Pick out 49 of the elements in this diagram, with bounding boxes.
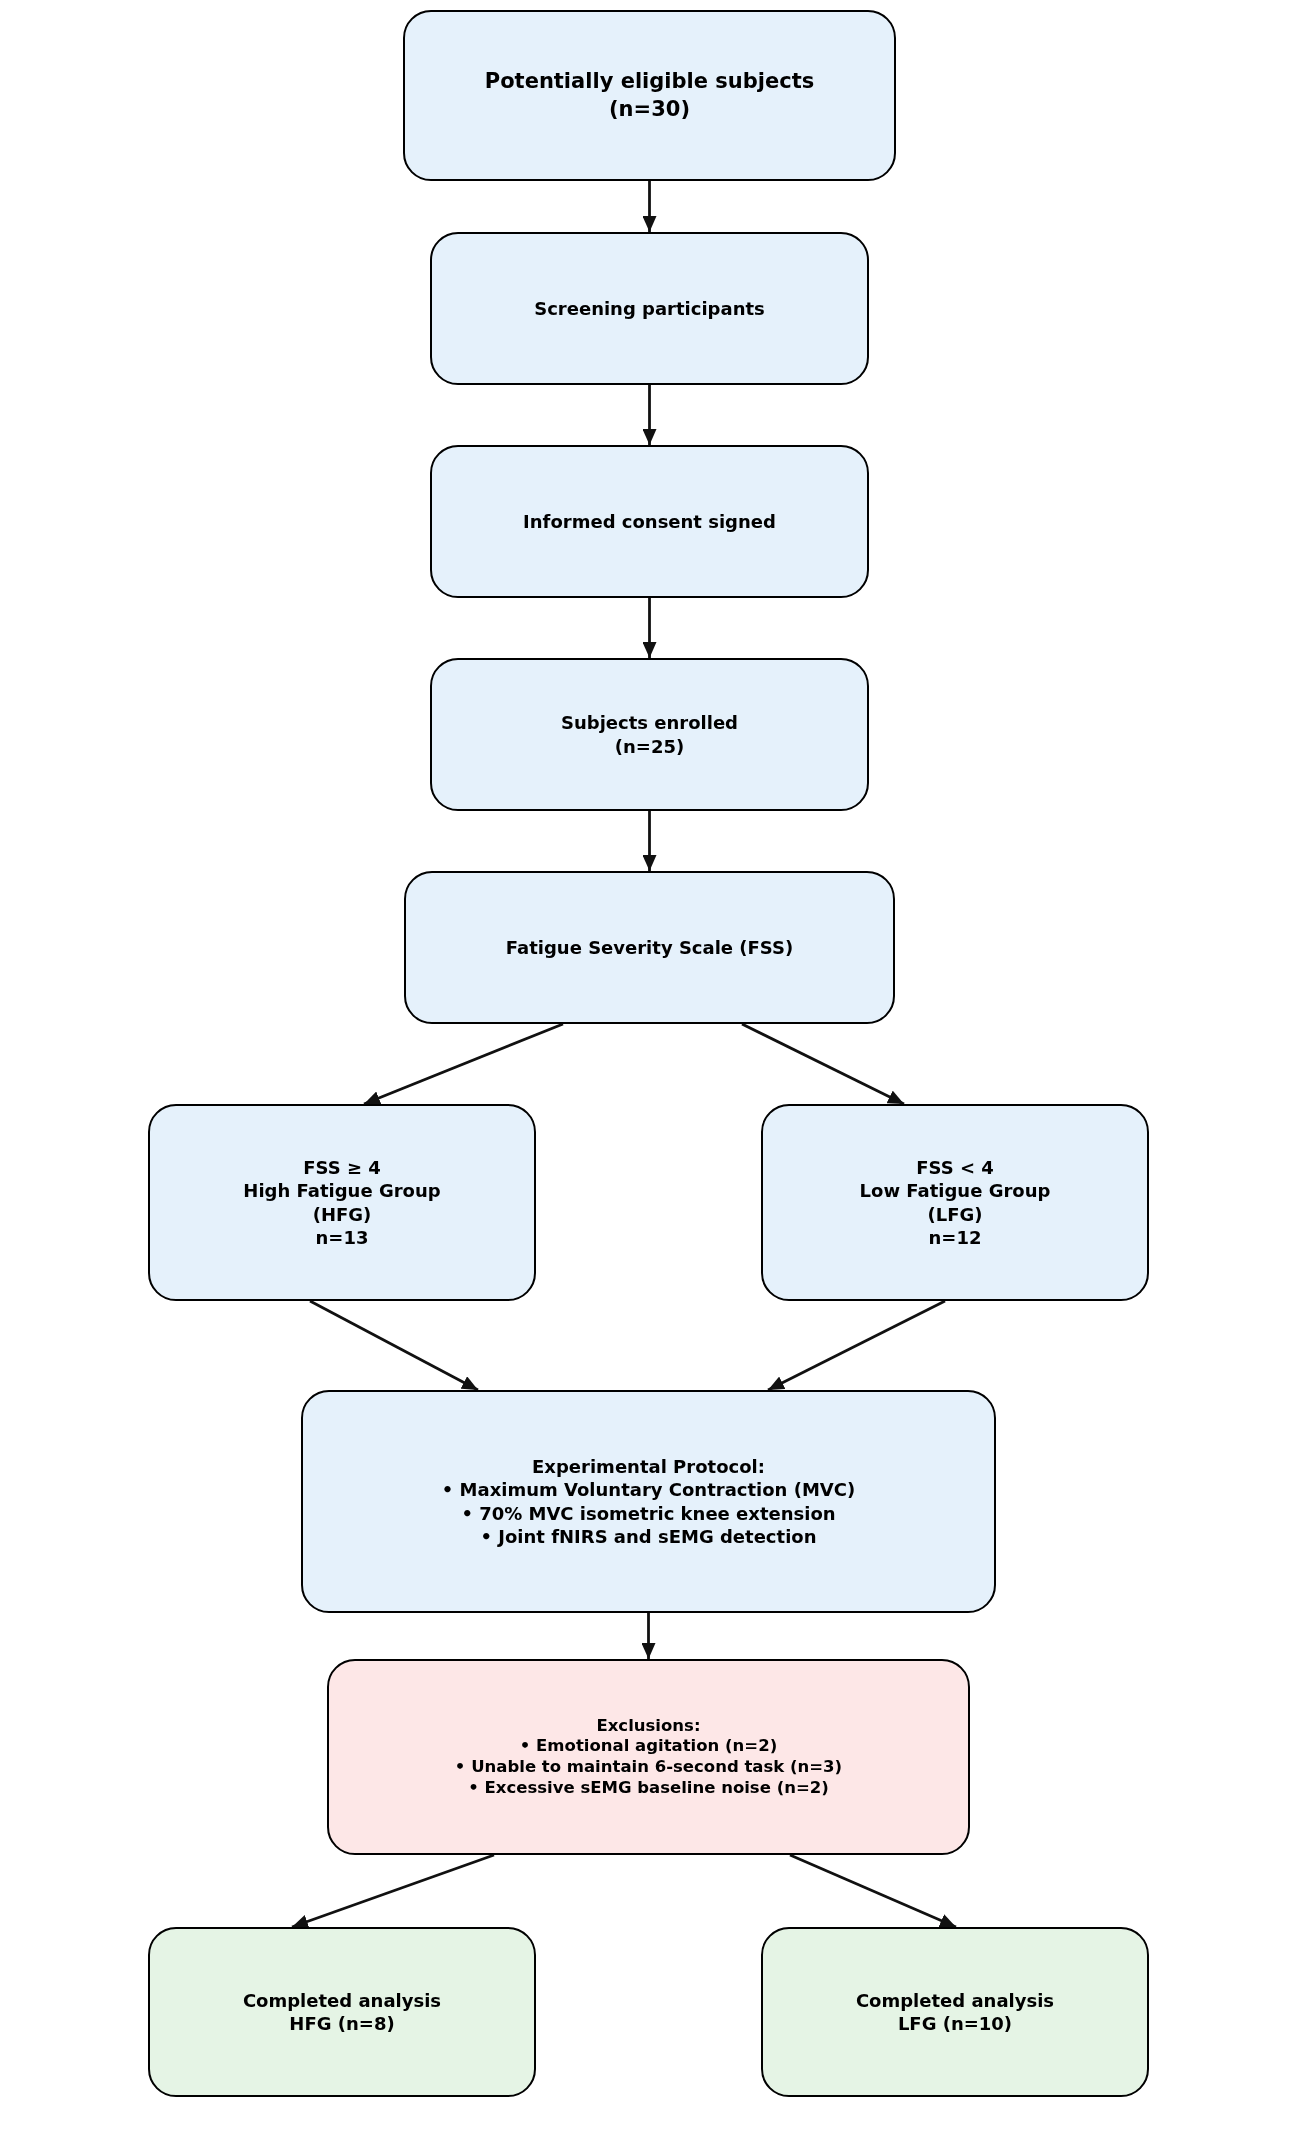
arrow <box>789 1853 957 1929</box>
arrow <box>642 598 657 658</box>
box-text: • Emotional agitation (n=2) <box>519 1736 778 1757</box>
box-text: • Excessive sEMG baseline noise (n=2) <box>468 1777 829 1799</box>
box-text: (n=25) <box>614 734 685 758</box>
box-text: n=12 <box>928 1225 982 1249</box>
process-box <box>403 10 896 181</box>
box-text: Potentially eligible subjects <box>484 68 815 96</box>
box-text: Low Fatigue Group <box>859 1179 1051 1203</box>
box-text: Screening participants <box>534 297 765 320</box>
process-box <box>148 1104 536 1301</box>
exclusion-box <box>327 1659 970 1855</box>
process-box <box>430 232 869 385</box>
arrow <box>641 1613 656 1659</box>
box-text: • 70% MVC isometric knee extension <box>461 1501 836 1525</box>
box-text: Subjects enrolled <box>561 711 738 735</box>
box-text: (HFG) <box>312 1202 372 1226</box>
box-text: (LFG) <box>927 1202 983 1226</box>
process-box <box>404 871 895 1024</box>
box-text: • Maximum Voluntary Contraction (MVC) <box>441 1478 856 1502</box>
box-text: Completed analysis <box>242 1988 442 2012</box>
process-box <box>430 658 869 811</box>
box-text: • Unable to maintain 6-second task (n=3) <box>454 1757 843 1778</box>
process-box <box>761 1104 1149 1301</box>
box-text: Experimental Protocol: <box>532 1455 765 1479</box>
box-text: Exclusions: <box>596 1715 701 1737</box>
box-text: Informed consent signed <box>523 510 776 533</box>
box-text: LFG (n=10) <box>897 2012 1013 2036</box>
arrow <box>309 1299 479 1392</box>
outcome-box <box>761 1927 1149 2097</box>
arrow <box>642 181 657 232</box>
box-text: Fatigue Severity Scale (FSS) <box>505 936 794 959</box>
arrow <box>767 1299 946 1392</box>
arrow <box>363 1022 564 1106</box>
box-text: FSS < 4 <box>916 1156 994 1180</box>
process-box <box>430 445 869 598</box>
outcome-box <box>148 1927 536 2097</box>
box-text: (n=30) <box>609 95 690 123</box>
process-box <box>301 1390 996 1613</box>
box-text: FSS ≥ 4 <box>303 1156 381 1180</box>
box-text: HFG (n=8) <box>289 2012 395 2036</box>
arrow <box>291 1853 495 1929</box>
box-text: n=13 <box>315 1225 369 1249</box>
box-text: • Joint fNIRS and sEMG detection <box>480 1524 817 1548</box>
arrow <box>642 385 657 445</box>
box-text: High Fatigue Group <box>243 1179 441 1203</box>
arrow <box>741 1022 905 1106</box>
box-text: Completed analysis <box>855 1988 1055 2012</box>
arrow <box>642 811 657 871</box>
